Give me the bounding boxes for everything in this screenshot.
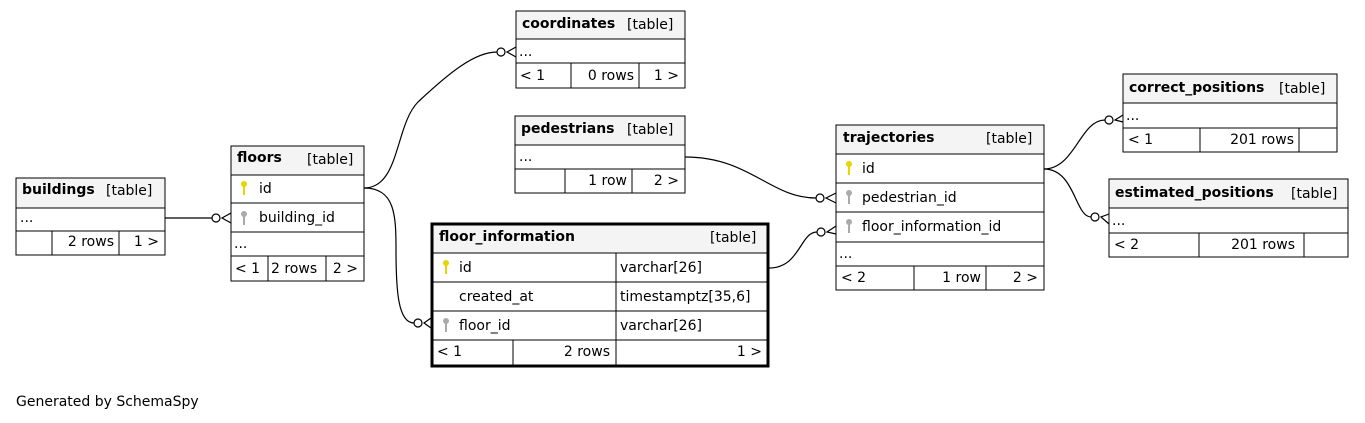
table-correct-positions[interactable]: correct_positions [table] ... < 1 201 ro… (1122, 73, 1338, 153)
column-pedestrian-id: pedestrian_id (862, 190, 957, 206)
parents-count: < 1 (520, 68, 545, 84)
column-building-id: building_id (259, 210, 335, 226)
row-count: 201 rows (1230, 132, 1294, 148)
row-count: 201 rows (1231, 237, 1295, 253)
row-count: 0 rows (588, 68, 634, 84)
table-name: trajectories (843, 130, 934, 146)
table-coordinates[interactable]: coordinates [table] ... < 1 0 rows 1 > (515, 10, 686, 89)
row-count: 1 row (588, 173, 627, 189)
crowfoot-arrow (824, 192, 837, 204)
table-name: pedestrians (521, 121, 615, 137)
edge-pedestrians-trajectories (684, 156, 817, 199)
edge-end-circle (413, 318, 423, 328)
table-name: correct_positions (1129, 80, 1264, 96)
table-trajectories[interactable]: trajectories [table] id pedestrian_id fl… (835, 124, 1045, 291)
more-columns: ... (20, 210, 33, 226)
table-tag: [table] (986, 131, 1032, 147)
column-id: id (259, 181, 272, 197)
column-id: id (862, 161, 875, 177)
column-created-at: created_at (459, 289, 534, 305)
table-tag: [table] (1291, 186, 1337, 202)
edge-end-circle (1090, 212, 1100, 222)
column-id: id (459, 260, 472, 276)
foreign-key-icon (846, 190, 852, 204)
table-tag: [table] (1279, 81, 1325, 97)
table-name: floor_information (439, 229, 575, 245)
parents-count: < 2 (841, 270, 866, 286)
crowfoot-arrow (422, 317, 432, 329)
table-tag: [table] (710, 230, 756, 246)
edge-floor-information-trajectories (768, 231, 818, 269)
row-count: 2 rows (564, 344, 610, 360)
row-count: 2 rows (271, 261, 317, 277)
edge-end-circle (815, 193, 825, 203)
edge-floors-coordinates (363, 51, 498, 189)
more-columns: ... (519, 44, 532, 60)
table-tag: [table] (627, 122, 673, 138)
table-name: floors (237, 150, 282, 166)
edge-trajectories-estimated-positions (1043, 168, 1092, 218)
column-floor-id-type: varchar[26] (620, 318, 702, 334)
primary-key-icon (241, 181, 247, 195)
row-count: 1 row (942, 270, 981, 286)
more-columns: ... (234, 236, 247, 252)
more-columns: ... (1112, 213, 1125, 229)
children-count: 1 > (737, 344, 762, 360)
more-columns: ... (1126, 108, 1139, 124)
foreign-key-icon (846, 219, 852, 233)
crowfoot-arrow (825, 225, 837, 235)
parents-count: < 2 (1114, 237, 1139, 253)
table-pedestrians[interactable]: pedestrians [table] ... 1 row 2 > (514, 115, 686, 194)
edge-trajectories-correct-positions (1043, 119, 1106, 170)
parents-count: < 1 (1128, 132, 1153, 148)
children-count: 2 > (1013, 270, 1038, 286)
edge-floors-floor-information (363, 187, 415, 324)
parents-count: < 1 (235, 261, 260, 277)
crowfoot-arrow (505, 46, 517, 58)
primary-key-icon (846, 161, 852, 175)
more-columns: ... (839, 246, 852, 262)
table-estimated-positions[interactable]: estimated_positions [table] ... < 2 201 … (1108, 178, 1349, 258)
table-name: estimated_positions (1115, 185, 1274, 201)
crowfoot-arrow (1113, 114, 1124, 123)
table-name: coordinates (522, 16, 615, 32)
column-id-type: varchar[26] (620, 260, 702, 276)
footer-text: Generated by SchemaSpy (16, 394, 199, 410)
edge-end-circle (1104, 115, 1114, 125)
table-tag: [table] (627, 17, 673, 33)
edge-end-circle (211, 213, 221, 223)
edge-end-circle (816, 227, 826, 237)
more-columns: ... (519, 149, 532, 165)
foreign-key-icon (443, 318, 449, 332)
table-name: buildings (22, 182, 95, 198)
parents-count: < 1 (437, 344, 462, 360)
row-count: 2 rows (68, 234, 114, 250)
edge-end-circle (496, 47, 506, 57)
children-count: 2 > (333, 261, 358, 277)
column-floor-information-id: floor_information_id (862, 219, 1001, 235)
children-count: 1 > (134, 234, 159, 250)
children-count: 2 > (654, 173, 679, 189)
crowfoot-arrow (220, 212, 232, 224)
primary-key-icon (443, 260, 449, 274)
children-count: 1 > (654, 68, 679, 84)
table-tag: [table] (307, 152, 353, 168)
column-floor-id: floor_id (459, 318, 510, 334)
table-floor-information[interactable]: floor_information [table] id varchar[26]… (430, 222, 770, 368)
table-floors[interactable]: floors [table] id building_id ... < 1 2 … (230, 145, 365, 282)
table-buildings[interactable]: buildings [table] ... 2 rows 1 > (15, 177, 166, 256)
crowfoot-arrow (1099, 213, 1110, 225)
table-tag: [table] (106, 183, 152, 199)
column-created-at-type: timestamptz[35,6] (620, 289, 750, 305)
foreign-key-icon (241, 211, 247, 225)
